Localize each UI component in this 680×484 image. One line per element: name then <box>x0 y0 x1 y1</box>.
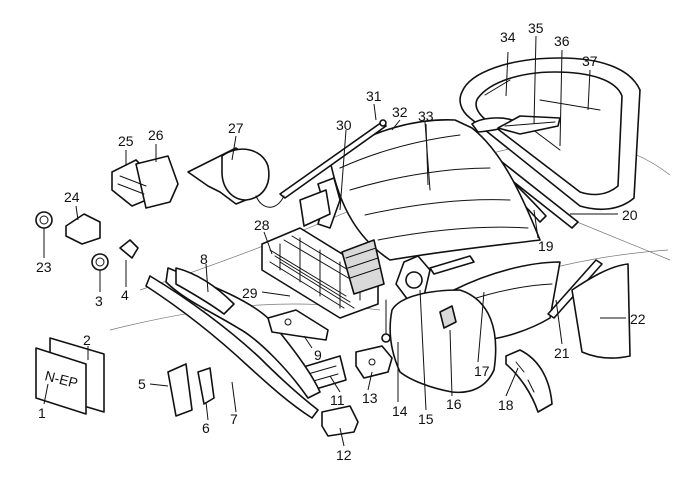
callout-24: 24 <box>64 189 80 205</box>
callout-18: 18 <box>498 397 514 413</box>
bonnet-hinge <box>299 177 341 229</box>
rear-view-mirror <box>471 115 561 135</box>
callout-3: 3 <box>95 293 103 309</box>
callout-14: 14 <box>392 403 408 419</box>
callout-23: 23 <box>36 259 52 275</box>
callout-1: 1 <box>38 405 46 421</box>
callout-37: 37 <box>582 53 598 69</box>
callout-30: 30 <box>336 117 352 133</box>
bumper-bracket <box>267 309 329 341</box>
callout-8: 8 <box>200 251 208 267</box>
callout-12: 12 <box>336 447 352 463</box>
callout-22: 22 <box>630 311 646 327</box>
callout-28: 28 <box>254 217 270 233</box>
radiator-grille <box>261 227 385 319</box>
callout-6: 6 <box>202 420 210 436</box>
callout-36: 36 <box>554 33 570 49</box>
callout-labels: 1 2 3 4 5 6 7 8 9 11 12 13 14 15 16 17 1… <box>36 20 646 463</box>
callout-15: 15 <box>418 411 434 427</box>
callout-35: 35 <box>528 20 544 36</box>
small-lamps <box>35 211 139 271</box>
side-panel <box>571 263 631 359</box>
callout-20: 20 <box>622 207 638 223</box>
front-bumper <box>145 267 321 419</box>
callout-26: 26 <box>148 127 164 143</box>
callout-32: 32 <box>392 104 408 120</box>
callout-7: 7 <box>230 411 238 427</box>
callout-19: 19 <box>538 238 554 254</box>
callout-17: 17 <box>474 363 490 379</box>
plate-lettering: N-EP <box>43 367 79 391</box>
splash-guard <box>505 349 553 413</box>
callout-5: 5 <box>138 376 146 392</box>
callout-29: 29 <box>242 285 258 301</box>
callout-27: 27 <box>228 120 244 136</box>
headlamp-unit <box>111 155 179 209</box>
callout-21: 21 <box>554 345 570 361</box>
callout-31: 31 <box>366 88 382 104</box>
callout-11: 11 <box>330 392 345 408</box>
callout-13: 13 <box>362 390 378 406</box>
front-wing <box>389 289 497 394</box>
bumper-end-box <box>321 405 359 437</box>
number-plates <box>35 337 105 415</box>
callout-33: 33 <box>418 108 434 124</box>
callout-16: 16 <box>446 396 462 412</box>
bonnet-panel <box>329 119 541 261</box>
callout-9: 9 <box>314 347 322 363</box>
air-intake-duct <box>187 147 285 208</box>
callout-2: 2 <box>83 332 91 348</box>
horns <box>167 363 215 417</box>
windscreen <box>459 57 641 211</box>
callout-25: 25 <box>118 133 134 149</box>
callout-4: 4 <box>121 287 129 303</box>
callout-34: 34 <box>500 29 516 45</box>
leader-lines <box>43 35 626 447</box>
